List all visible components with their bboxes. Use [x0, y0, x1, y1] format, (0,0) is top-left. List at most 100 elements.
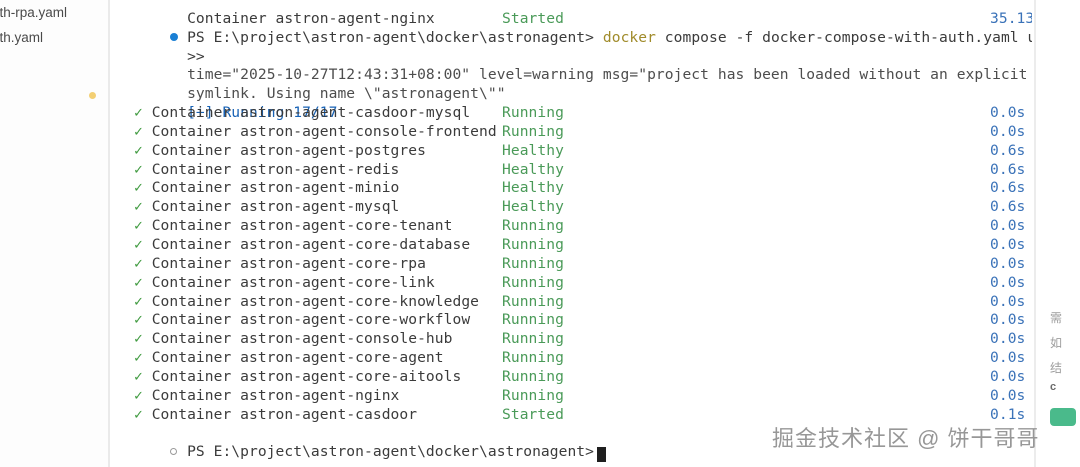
check-icon: ✓	[134, 179, 152, 197]
check-icon: ✓	[134, 104, 152, 122]
container-timing: 0.0s	[990, 330, 1026, 348]
success-marker-icon	[170, 32, 179, 41]
command-arguments: compose -f docker-compose-with-auth.yaml…	[655, 28, 1032, 46]
container-row: ✓ Container astron-agent-core-rpa Running…	[112, 255, 1032, 274]
container-row: ✓ Container astron-agent-casdoor Started 0…	[112, 406, 1032, 425]
right-panel-clipped-text: 需 如 结	[1050, 311, 1063, 375]
container-row: ✓ Container astron-agent-redis Healthy 0.6…	[112, 161, 1032, 180]
check-icon: ✓	[134, 292, 152, 310]
shell-prompt: PS E:\project\astron-agent\docker\astron…	[187, 28, 595, 46]
terminal-continuation-line: >>	[112, 29, 1032, 65]
container-status: Started	[502, 405, 564, 423]
check-icon: ✓	[134, 273, 152, 291]
container-row: ✓ Container astron-agent-postgres Healthy…	[112, 142, 1032, 161]
container-row: ✓ Container astron-agent-core-database Ru…	[112, 236, 1032, 255]
sidebar-file-item[interactable]: uth-rpa.yaml	[0, 5, 68, 20]
file-explorer-sidebar[interactable]: uth-rpa.yaml uth.yaml	[0, 0, 110, 467]
check-icon: ✓	[134, 198, 152, 216]
container-name: Container astron-agent-console-hub	[151, 330, 453, 348]
check-icon: ✓	[134, 160, 152, 178]
container-name: Container astron-agent-redis	[151, 160, 400, 178]
warning-text: time="2025-10-27T12:43:31+08:00" level=w…	[187, 66, 1028, 84]
container-row: ✓ Container astron-agent-core-link Runnin…	[112, 274, 1032, 293]
check-icon: ✓	[134, 254, 152, 272]
check-icon: ✓	[134, 367, 152, 385]
sidebar-file-item[interactable]: uth.yaml	[0, 30, 44, 45]
container-status: Running	[502, 235, 564, 253]
watermark: 掘金技术社区 @ 饼干哥哥	[772, 426, 1040, 451]
container-timing: 35.13	[990, 9, 1032, 27]
container-status: Running	[502, 311, 564, 329]
container-name: Container astron-agent-nginx	[151, 386, 400, 404]
container-timing: 0.6s	[990, 198, 1026, 216]
check-icon: ✓	[134, 330, 152, 348]
shell-prompt: PS E:\project\astron-agent\docker\astron…	[187, 443, 595, 461]
row-gutter	[165, 443, 187, 462]
container-row: ✓ Container astron-agent-core-knowledge R…	[112, 293, 1032, 312]
container-timing: 0.0s	[990, 386, 1026, 404]
container-timing: 0.6s	[990, 179, 1026, 197]
row-gutter	[165, 29, 187, 48]
check-icon: ✓	[134, 122, 152, 140]
check-icon: ✓	[134, 349, 152, 367]
right-side-panel[interactable]: 需 如 结 c	[1034, 0, 1080, 467]
text-cursor	[597, 447, 607, 463]
terminal-final-prompt-line[interactable]: PS E:\project\astron-agent\docker\astron…	[112, 424, 1032, 463]
container-status: Running	[502, 122, 564, 140]
container-timing: 0.6s	[990, 160, 1026, 178]
container-timing: 0.0s	[990, 235, 1026, 253]
container-status: Running	[502, 367, 564, 385]
check-icon: ✓	[134, 235, 152, 253]
container-timing: 0.0s	[990, 349, 1026, 367]
container-timing: 0.6s	[990, 141, 1026, 159]
check-icon: ✓	[134, 141, 152, 159]
container-row: ✓ Container astron-agent-minio Healthy 0.6…	[112, 179, 1032, 198]
container-status: Running	[502, 273, 564, 291]
container-timing: 0.0s	[990, 311, 1026, 329]
right-panel-badge	[1050, 408, 1076, 426]
check-icon: ✓	[134, 386, 152, 404]
idle-marker-icon	[170, 447, 178, 455]
right-panel-chip-label: c	[1050, 381, 1057, 393]
container-name: Container astron-agent-casdoor	[151, 405, 418, 423]
container-status: Running	[502, 349, 564, 367]
container-name: Container astron-agent-core-knowledge	[151, 292, 480, 310]
container-status: Running	[502, 104, 564, 122]
container-name: Container astron-agent-nginx	[187, 9, 435, 27]
container-timing: 0.0s	[990, 104, 1026, 122]
container-name: Container astron-agent-core-aitools	[151, 367, 462, 385]
container-timing: 0.0s	[990, 254, 1026, 272]
container-name: Container astron-agent-minio	[151, 179, 400, 197]
terminal-warning-line: time="2025-10-27T12:43:31+08:00" level=w…	[112, 48, 1032, 83]
check-icon: ✓	[134, 405, 152, 423]
container-status: Healthy	[502, 198, 564, 216]
container-status: Running	[502, 292, 564, 310]
container-name: Container astron-agent-core-rpa	[151, 254, 426, 272]
container-status: Healthy	[502, 141, 564, 159]
container-name: Container astron-agent-casdoor-mysql	[151, 104, 471, 122]
container-name: Container astron-agent-core-database	[151, 235, 471, 253]
running-count: [+] Running 17/17	[187, 104, 338, 122]
command-keyword: docker	[602, 28, 656, 46]
container-status: Started	[502, 9, 564, 27]
container-name: Container astron-agent-postgres	[151, 141, 426, 159]
container-name: Container astron-agent-core-agent	[151, 349, 444, 367]
check-icon: ✓	[134, 217, 152, 235]
container-name: Container astron-agent-core-tenant	[151, 217, 453, 235]
container-name: Container astron-agent-core-link	[151, 273, 435, 291]
container-timing: 0.1s	[990, 405, 1026, 423]
continuation-prompt: >>	[187, 47, 205, 65]
container-timing: 0.0s	[990, 292, 1026, 310]
terminal-warning-line: symlink. Using name \"astronagent\""	[112, 66, 1032, 102]
container-status: Healthy	[502, 160, 564, 178]
container-status: Running	[502, 254, 564, 272]
terminal-running-header: [+] Running 17/17	[112, 85, 1032, 121]
container-status: Healthy	[502, 179, 564, 197]
